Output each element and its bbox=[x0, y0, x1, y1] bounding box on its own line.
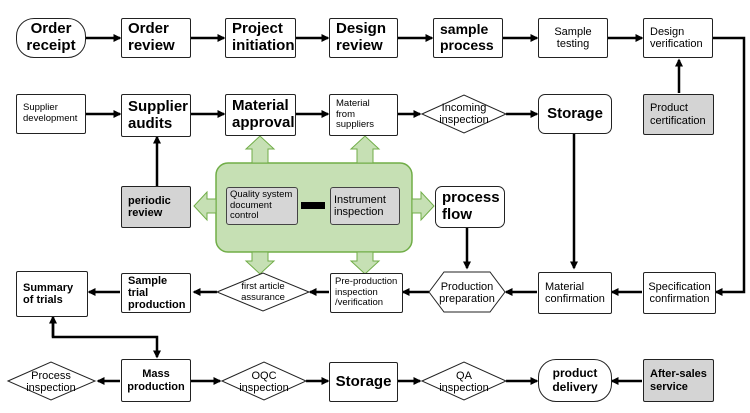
after-sales-service-label: After-sales service bbox=[650, 368, 707, 393]
oqc-inspection-diamond bbox=[220, 361, 308, 401]
material-confirmation-node: Material confirmation bbox=[538, 272, 612, 314]
first-article-assurance-label: first article assurance bbox=[241, 281, 285, 303]
green-arrow-down-left bbox=[244, 251, 276, 275]
mass-production-label: Mass production bbox=[127, 368, 185, 393]
sample-process-label: sample process bbox=[440, 21, 494, 53]
production-preparation-hexagon bbox=[428, 271, 506, 313]
order-receipt-node: Order receipt bbox=[16, 18, 86, 58]
incoming-inspection-label: Incoming inspection bbox=[439, 101, 489, 126]
qa-inspection-diamond bbox=[420, 361, 508, 401]
supplier-audits-label: Supplier audits bbox=[128, 97, 189, 132]
material-confirmation-label: Material confirmation bbox=[545, 280, 605, 305]
pre-production-inspection-node: Pre-production inspection /verification bbox=[330, 273, 403, 313]
process-inspection-diamond bbox=[6, 361, 97, 401]
production-preparation-label: Production preparation bbox=[439, 280, 495, 305]
specification-confirmation-label: Specification confirmation bbox=[648, 280, 711, 305]
mass-production-node: Mass production bbox=[121, 359, 191, 402]
periodic-review-label: periodic review bbox=[128, 194, 171, 219]
supplier-audits-node: Supplier audits bbox=[121, 94, 191, 137]
qa-inspection-label: QA inspection bbox=[439, 369, 489, 394]
order-review-node: Order review bbox=[121, 18, 191, 58]
order-receipt-label: Order receipt bbox=[26, 20, 76, 54]
product-delivery-label: product delivery bbox=[552, 366, 598, 394]
after-sales-service-node: After-sales service bbox=[643, 359, 714, 402]
sample-testing-label: Sample testing bbox=[554, 25, 592, 50]
green-arrow-right bbox=[411, 190, 435, 222]
summary-of-trials-label: Summary of trials bbox=[23, 281, 74, 306]
order-review-label: Order review bbox=[128, 20, 175, 54]
process-flow-label: process flow bbox=[442, 189, 500, 223]
product-delivery-node: product delivery bbox=[538, 359, 612, 402]
storage-node-top: Storage bbox=[538, 94, 612, 134]
supplier-development-label: Supplier development bbox=[23, 102, 78, 124]
center-dash-icon bbox=[301, 202, 325, 209]
storage-top-label: Storage bbox=[547, 104, 603, 122]
arrow-summary-to-mass bbox=[51, 318, 161, 359]
supplier-development-node: Supplier development bbox=[16, 94, 86, 134]
quality-system-document-control-node: Quality system document control bbox=[226, 187, 298, 225]
green-arrow-left bbox=[193, 190, 217, 222]
sample-testing-node: Sample testing bbox=[538, 18, 608, 58]
sample-trial-production-label: Sample trial production bbox=[128, 274, 186, 312]
material-approval-label: Material approval bbox=[232, 97, 295, 131]
process-inspection-label: Process inspection bbox=[26, 369, 76, 394]
storage-bottom-label: Storage bbox=[335, 372, 392, 390]
sample-trial-production-node: Sample trial production bbox=[121, 273, 191, 313]
periodic-review-node: periodic review bbox=[121, 186, 191, 228]
green-arrow-down-right bbox=[349, 251, 381, 275]
quality-system-label: Quality system document control bbox=[230, 189, 293, 222]
arrow-r1-right-down bbox=[713, 36, 746, 296]
process-flow-node: process flow bbox=[435, 186, 505, 228]
summary-of-trials-node: Summary of trials bbox=[16, 271, 88, 317]
green-arrow-up-right bbox=[349, 135, 381, 164]
material-from-suppliers-node: Material from suppliers bbox=[329, 94, 398, 136]
instrument-inspection-label: Instrument inspection bbox=[334, 193, 386, 218]
sample-process-node: sample process bbox=[433, 18, 503, 58]
product-certification-label: Product certification bbox=[650, 102, 706, 127]
design-review-node: Design review bbox=[329, 18, 398, 58]
storage-node-bottom: Storage bbox=[329, 362, 398, 402]
first-article-diamond bbox=[215, 272, 311, 312]
pre-production-inspection-label: Pre-production inspection /verification bbox=[335, 276, 398, 309]
design-review-label: Design review bbox=[336, 20, 387, 54]
material-from-suppliers-label: Material from suppliers bbox=[336, 98, 375, 131]
oqc-inspection-label: OQC inspection bbox=[239, 369, 289, 394]
design-verification-label: Design verification bbox=[650, 25, 703, 50]
incoming-inspection-diamond bbox=[420, 94, 508, 134]
project-initiation-node: Project initiation bbox=[225, 18, 296, 58]
material-approval-node: Material approval bbox=[225, 94, 296, 136]
project-initiation-label: Project initiation bbox=[232, 20, 295, 54]
specification-confirmation-node: Specification confirmation bbox=[643, 272, 716, 314]
product-certification-node: Product certification bbox=[643, 94, 714, 135]
green-arrow-up-left bbox=[244, 135, 276, 164]
design-verification-node: Design verification bbox=[643, 18, 713, 58]
instrument-inspection-node: Instrument inspection bbox=[330, 187, 400, 225]
